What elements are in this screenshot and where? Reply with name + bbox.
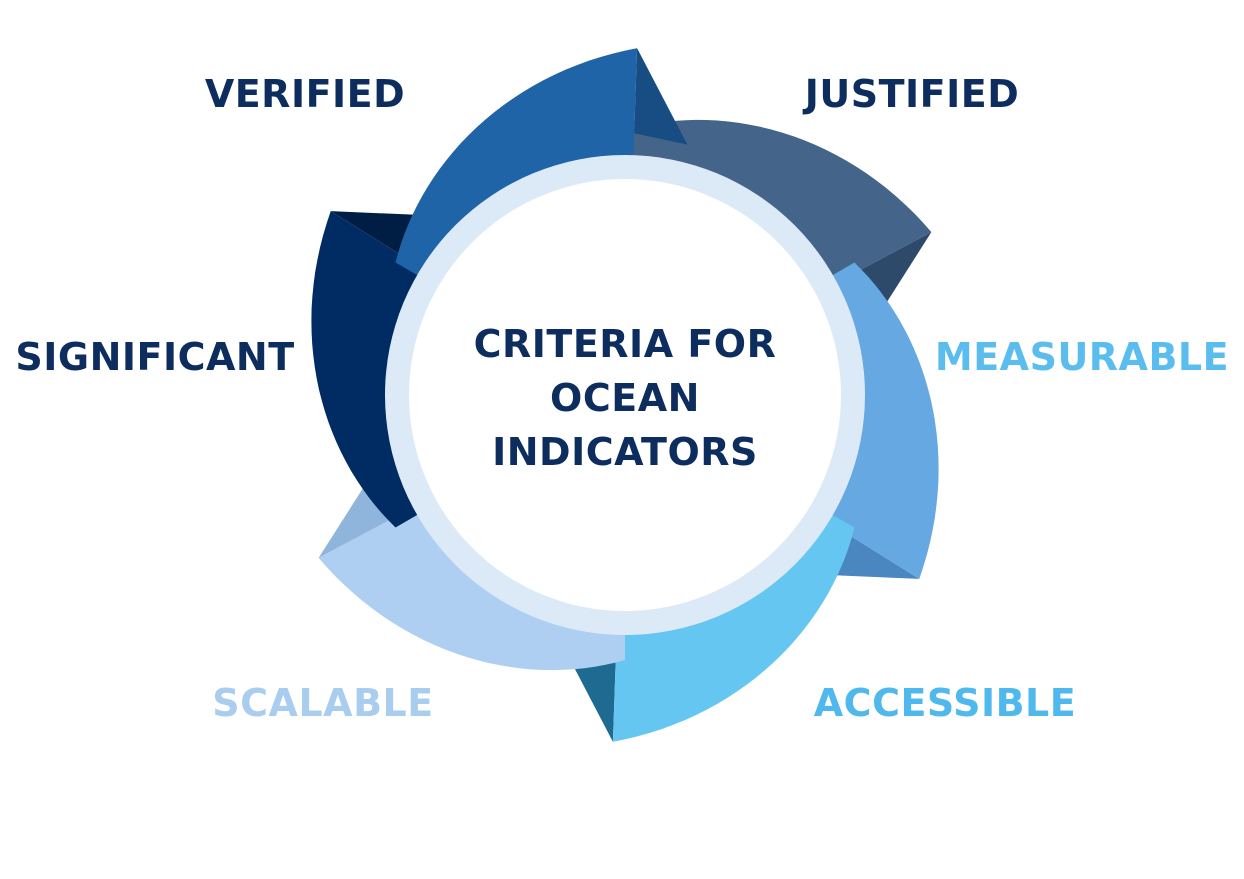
segment-scalable bbox=[318, 500, 625, 671]
center-circle bbox=[409, 179, 841, 611]
label-scalable: SCALABLE bbox=[212, 681, 434, 725]
center-title-line: CRITERIA FOR bbox=[473, 322, 777, 366]
label-justified: JUSTIFIED bbox=[804, 72, 1020, 116]
segment-shadow bbox=[634, 48, 688, 145]
label-significant: SIGNIFICANT bbox=[15, 335, 295, 379]
segment-accessible bbox=[612, 507, 855, 742]
center-title: CRITERIA FOR OCEAN INDICATORS bbox=[474, 317, 777, 479]
label-accessible: ACCESSIBLE bbox=[813, 681, 1077, 725]
label-verified: VERIFIED bbox=[204, 72, 406, 116]
label-measurable: MEASURABLE bbox=[934, 335, 1230, 379]
center-title-line: OCEAN bbox=[550, 376, 700, 420]
segment-verified bbox=[395, 48, 638, 283]
segment-justified bbox=[625, 119, 932, 290]
segment-shadow bbox=[562, 645, 616, 742]
center-title-line: INDICATORS bbox=[492, 430, 758, 474]
